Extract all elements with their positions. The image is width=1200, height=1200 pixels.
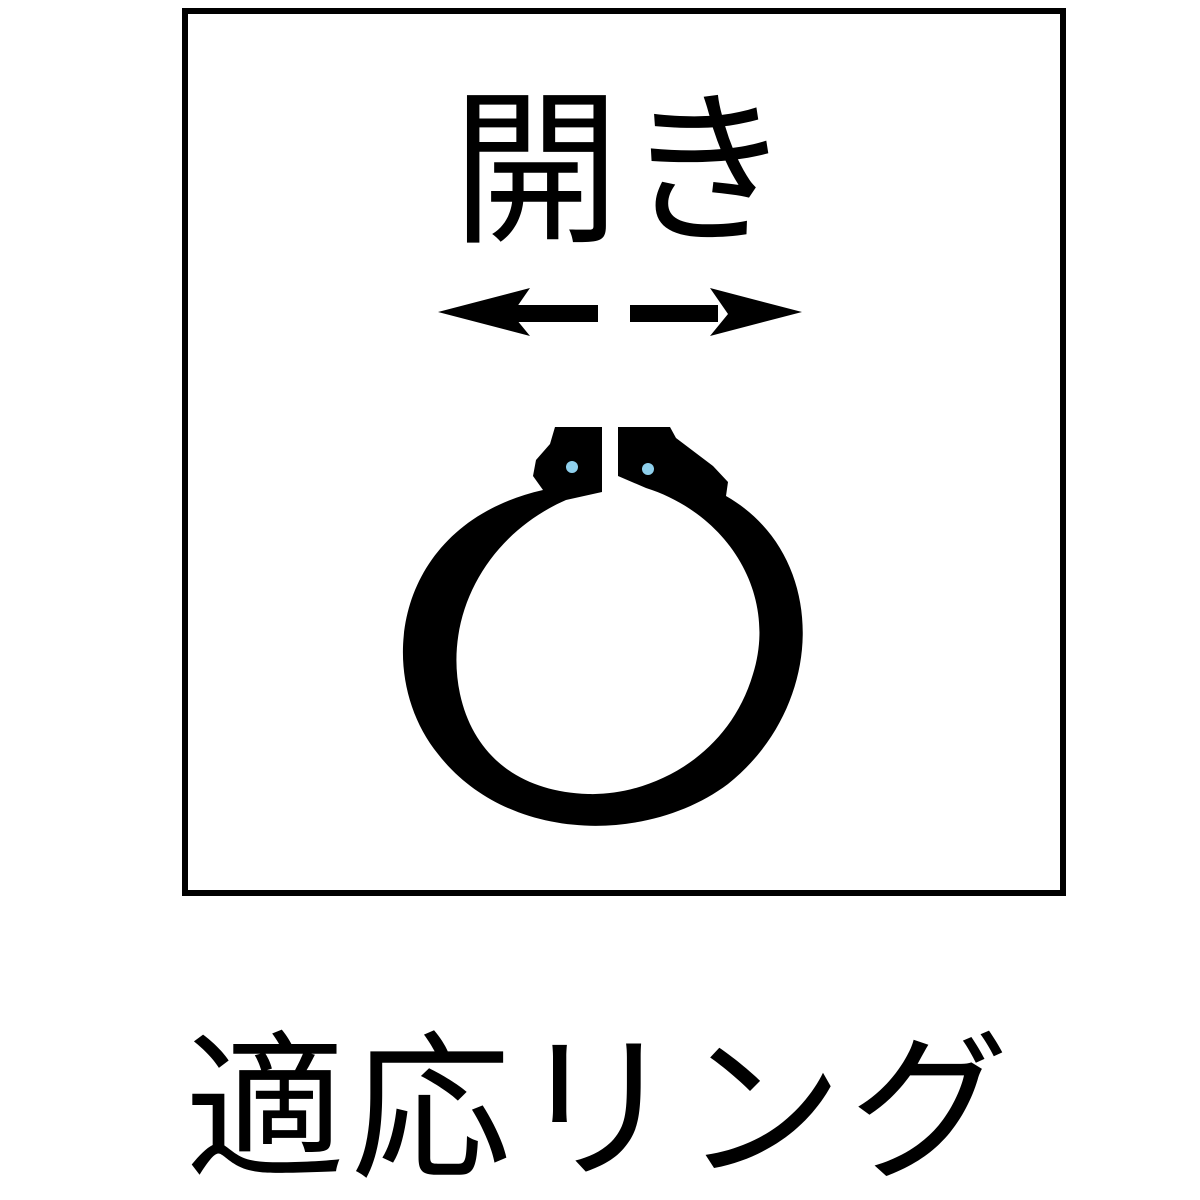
ring-body: [402, 427, 803, 826]
diagram-graphic: [402, 288, 803, 826]
applicable-ring-caption: 適応リング: [184, 1016, 1015, 1200]
ring-hole-right: [642, 463, 654, 475]
left-arrow-icon: [438, 288, 598, 336]
diagram-frame: 開き: [182, 8, 1066, 896]
double-headed-arrow-icon: [438, 288, 802, 336]
right-arrow-icon: [630, 288, 802, 336]
opening-direction-label: 開き: [452, 73, 796, 269]
ring-hole-left: [566, 461, 578, 473]
snap-ring-icon: [402, 427, 803, 826]
